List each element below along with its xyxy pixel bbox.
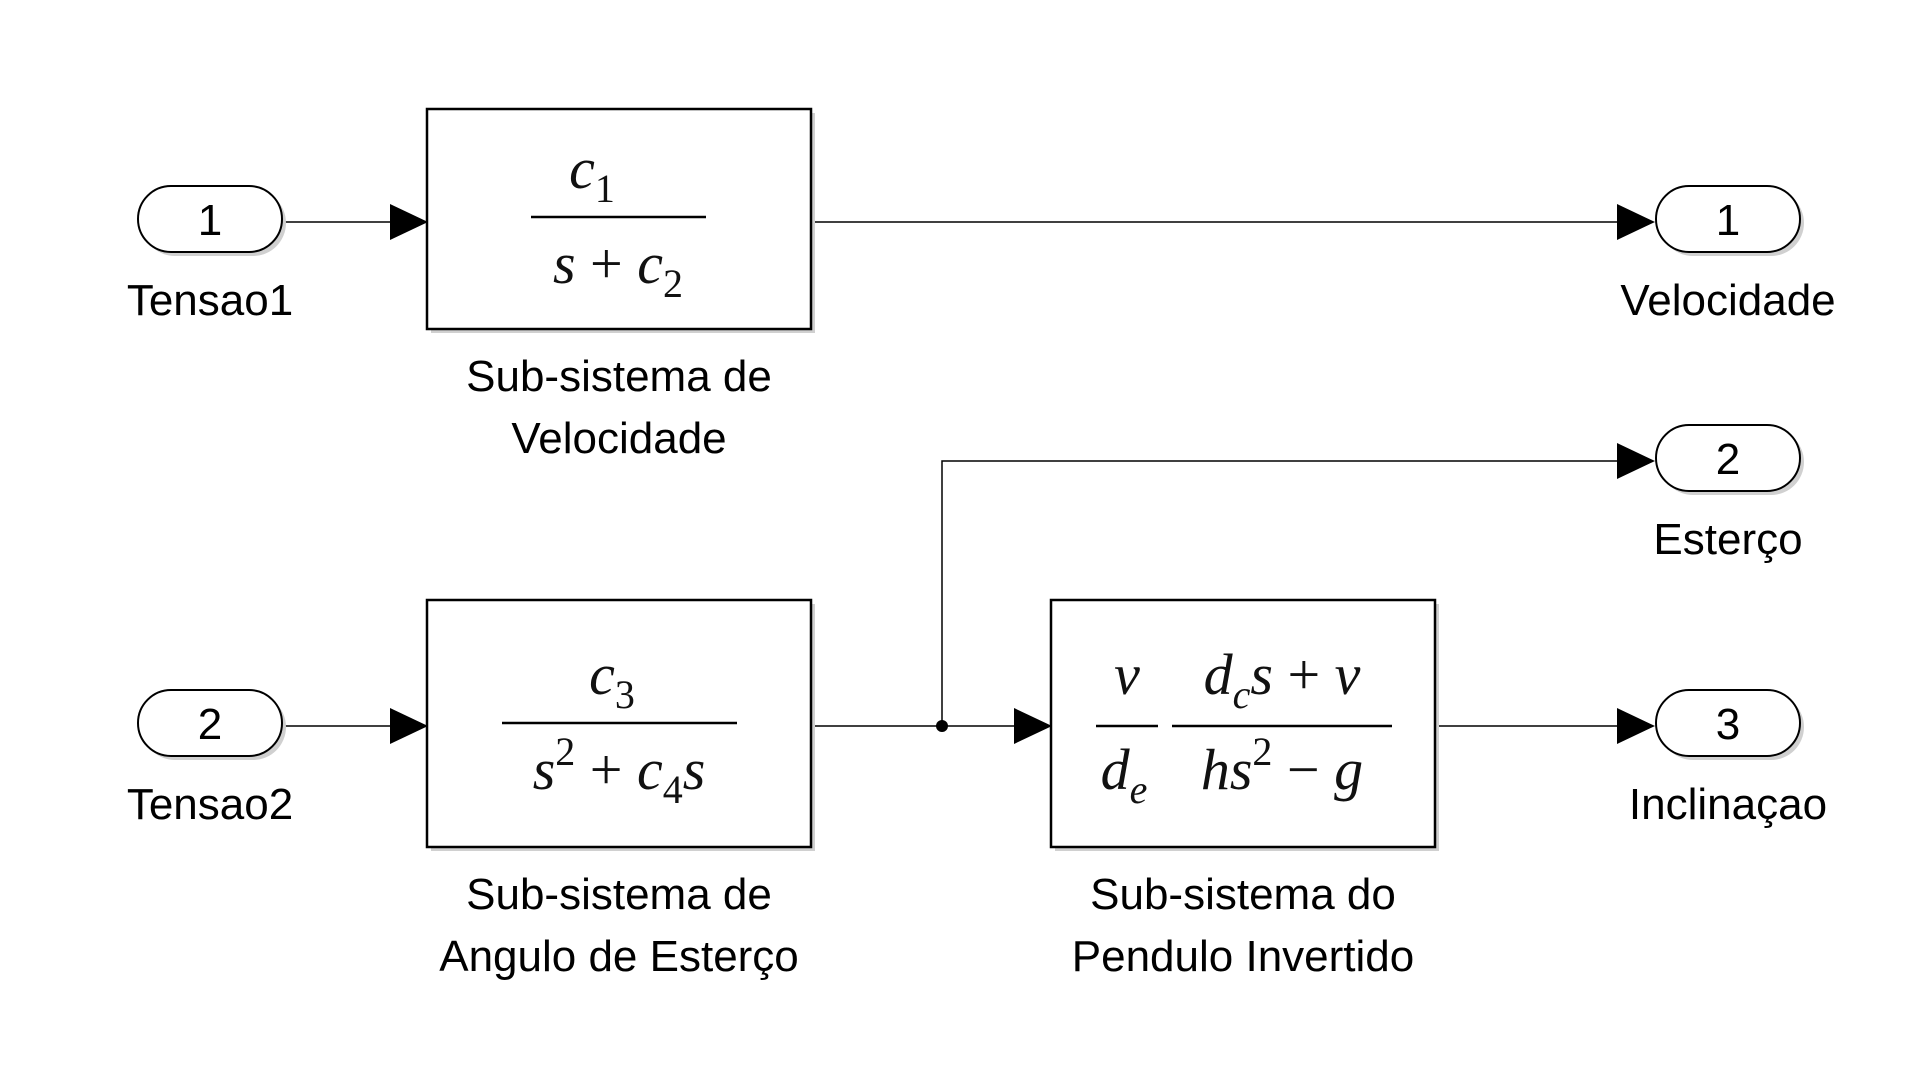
outport-3-number: 3 bbox=[1716, 700, 1740, 749]
outport-3-name: Inclinaçao bbox=[1629, 780, 1827, 829]
block-velocity-label-line2: Velocidade bbox=[511, 414, 726, 463]
block-velocity-subsystem[interactable]: c1 s + c2 Sub-sistema de Velocidade bbox=[425, 107, 815, 463]
svg-text:hs2 − g: hs2 − g bbox=[1201, 729, 1363, 802]
block-steering-frame[interactable] bbox=[425, 598, 813, 849]
signal-lines bbox=[284, 204, 1655, 744]
inport-1-shape[interactable] bbox=[137, 185, 283, 253]
inport-1-number: 1 bbox=[198, 196, 222, 245]
outport-2-name: Esterço bbox=[1653, 515, 1802, 564]
outport-1-shape[interactable] bbox=[1655, 185, 1801, 253]
block-pendulum-frame[interactable] bbox=[1049, 598, 1437, 849]
svg-text:s + c2: s + c2 bbox=[553, 231, 683, 306]
outport-3-shape[interactable] bbox=[1655, 689, 1801, 757]
block-velocity-frame[interactable] bbox=[425, 107, 813, 331]
outport-2[interactable]: 2 Esterço bbox=[1653, 424, 1804, 564]
outport-2-shape[interactable] bbox=[1655, 424, 1801, 492]
arrow-head bbox=[1617, 443, 1655, 479]
inport-2-name: Tensao2 bbox=[127, 780, 293, 829]
arrow-head bbox=[1617, 204, 1655, 240]
arrow-head bbox=[390, 204, 428, 240]
outport-1-name: Velocidade bbox=[1620, 276, 1835, 325]
block-pendulum-label-line1: Sub-sistema do bbox=[1090, 870, 1396, 919]
transfer-function-velocity: c1 s + c2 bbox=[531, 136, 706, 306]
block-velocity-label-line1: Sub-sistema de bbox=[466, 352, 772, 401]
wire-branch-to-out2 bbox=[941, 460, 1622, 726]
branch-point bbox=[936, 720, 948, 732]
outport-2-number: 2 bbox=[1716, 435, 1740, 484]
block-steering-label-line2: Angulo de Esterço bbox=[439, 932, 799, 981]
block-pendulum-label-line2: Pendulo Invertido bbox=[1072, 932, 1414, 981]
arrow-head bbox=[1014, 708, 1052, 744]
outport-1-number: 1 bbox=[1716, 196, 1740, 245]
transfer-function-pendulum: v de dcs + v hs2 − g bbox=[1096, 642, 1392, 812]
inport-2-shape[interactable] bbox=[137, 689, 283, 757]
block-pendulum-subsystem[interactable]: v de dcs + v hs2 − g Sub-sistema do Pend… bbox=[1049, 598, 1439, 981]
arrow-head bbox=[390, 708, 428, 744]
inport-2-number: 2 bbox=[198, 700, 222, 749]
svg-text:s2 + c4s: s2 + c4s bbox=[533, 729, 706, 812]
block-steering-subsystem[interactable]: c3 s2 + c4s Sub-sistema de Angulo de Est… bbox=[425, 598, 815, 981]
inport-1[interactable]: 1 Tensao1 bbox=[127, 185, 293, 325]
svg-text:dcs + v: dcs + v bbox=[1204, 642, 1361, 717]
outport-1[interactable]: 1 Velocidade bbox=[1620, 185, 1836, 325]
inport-1-name: Tensao1 bbox=[127, 276, 293, 325]
svg-text:v: v bbox=[1114, 642, 1140, 707]
inport-2[interactable]: 2 Tensao2 bbox=[127, 689, 293, 829]
outport-3[interactable]: 3 Inclinaçao bbox=[1629, 689, 1827, 829]
arrow-head bbox=[1617, 708, 1655, 744]
block-steering-label-line1: Sub-sistema de bbox=[466, 870, 772, 919]
transfer-function-steering: c3 s2 + c4s bbox=[502, 642, 737, 812]
